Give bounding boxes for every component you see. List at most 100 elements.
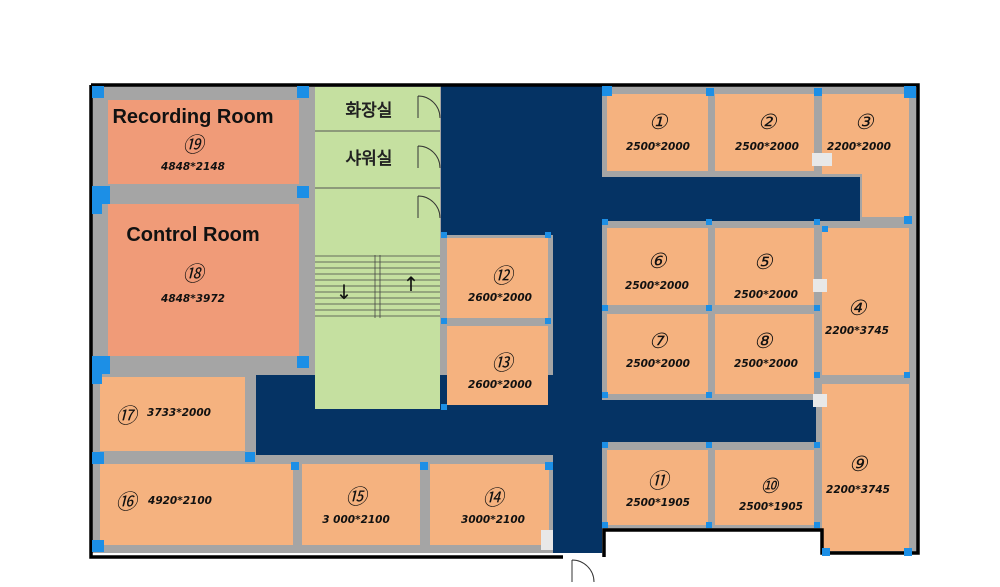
room-11-number: ⑪ [648, 469, 672, 493]
room-6 [607, 228, 708, 305]
room-2-number: ② [758, 110, 778, 134]
room-2-size: 2500*2000 [735, 141, 799, 153]
column-marker [814, 305, 820, 311]
column-marker [814, 88, 822, 96]
column-marker [92, 540, 104, 552]
room-8-size: 2500*2000 [734, 358, 798, 370]
rooms [100, 94, 909, 551]
room-19-size: 4848*2148 [160, 161, 225, 173]
room-1-number: ① [649, 110, 669, 134]
column-marker [814, 372, 820, 378]
room-5 [715, 228, 814, 305]
column-marker [545, 462, 553, 470]
room-11 [607, 450, 708, 525]
room-14 [430, 464, 549, 545]
column-marker [245, 452, 255, 462]
vent-block [813, 279, 827, 292]
room-9-number: ⑨ [849, 452, 869, 476]
column-marker [602, 86, 612, 96]
column-marker [706, 88, 714, 96]
column-marker [92, 86, 104, 98]
room-19-number: ⑲ [183, 133, 207, 157]
column-marker [297, 356, 309, 368]
room-10-number: ⑩ [760, 474, 780, 498]
stairs-down-arrow: ↓ [336, 280, 353, 304]
room-14-number: ⑭ [483, 486, 507, 510]
column-marker [706, 219, 712, 225]
room-17 [100, 377, 245, 451]
vent-block [812, 153, 832, 166]
column-marker [92, 356, 110, 374]
room-17-number: ⑰ [116, 404, 140, 428]
room-4 [822, 228, 909, 375]
room-7 [607, 314, 708, 394]
room-10-size: 2500*1905 [739, 501, 803, 513]
room-1-size: 2500*2000 [626, 141, 690, 153]
room-4-size: 2200*3745 [825, 325, 889, 337]
room-3-number: ③ [855, 110, 875, 134]
stairs-up-arrow: ↑ [403, 272, 420, 296]
column-marker [602, 305, 608, 311]
column-marker [92, 452, 104, 464]
room-3-size: 2200*2000 [827, 141, 891, 153]
room-8-number: ⑧ [754, 329, 774, 353]
column-marker [441, 404, 447, 410]
room-8 [715, 314, 814, 394]
room-13 [447, 326, 548, 405]
column-marker [602, 219, 608, 225]
door-swings [417, 95, 595, 583]
column-marker [814, 522, 820, 528]
column-marker [602, 522, 608, 528]
column-marker [92, 204, 102, 214]
room-18-number: ⑱ [183, 262, 207, 286]
column-marker [822, 548, 830, 556]
room-7-number: ⑦ [649, 329, 669, 353]
stair-and-wet-area [315, 87, 440, 409]
shower-label: 샤워실 [346, 149, 393, 169]
room-18-title: Control Room [126, 224, 259, 246]
room-9 [822, 384, 909, 551]
room-13-size: 2600*2000 [468, 379, 532, 391]
room-16 [100, 464, 293, 545]
room-12-number: ⑫ [492, 264, 516, 288]
room-15-number: ⑮ [346, 485, 370, 509]
room-16-number: ⑯ [116, 490, 140, 514]
column-marker [441, 318, 447, 324]
room-16-size: 4920*2100 [147, 495, 212, 507]
columns [92, 86, 916, 556]
column-marker [706, 442, 712, 448]
column-marker [545, 232, 551, 238]
room-13-number: ⑬ [492, 351, 516, 375]
room-9-size: 2200*3745 [826, 484, 890, 496]
column-marker [602, 392, 608, 398]
room-6-number: ⑥ [648, 249, 668, 273]
column-marker [297, 186, 309, 198]
room-15-size: 3 000*2100 [322, 514, 390, 526]
room-1 [607, 94, 708, 171]
room-7-size: 2500*2000 [626, 358, 690, 370]
vent-block [541, 530, 553, 550]
column-marker [904, 86, 916, 98]
vent-block [813, 394, 827, 407]
column-marker [814, 442, 820, 448]
room-10 [715, 450, 814, 525]
room-5-number: ⑤ [754, 250, 774, 274]
room-3-extension [862, 174, 909, 217]
column-marker [814, 219, 820, 225]
column-marker [441, 232, 447, 238]
room-4-number: ④ [848, 296, 868, 320]
column-marker [420, 462, 428, 470]
room-18-size: 4848*3972 [160, 293, 225, 305]
room-11-size: 2500*1905 [626, 497, 690, 509]
toilet-label: 화장실 [346, 101, 393, 121]
column-marker [904, 216, 912, 224]
column-marker [545, 318, 551, 324]
room-19-title: Recording Room [112, 106, 273, 128]
column-marker [602, 442, 608, 448]
room-2 [715, 94, 814, 171]
column-marker [92, 374, 102, 384]
room-17-size: 3733*2000 [147, 407, 211, 419]
column-marker [904, 372, 910, 378]
room-3 [822, 94, 909, 174]
column-marker [706, 305, 712, 311]
